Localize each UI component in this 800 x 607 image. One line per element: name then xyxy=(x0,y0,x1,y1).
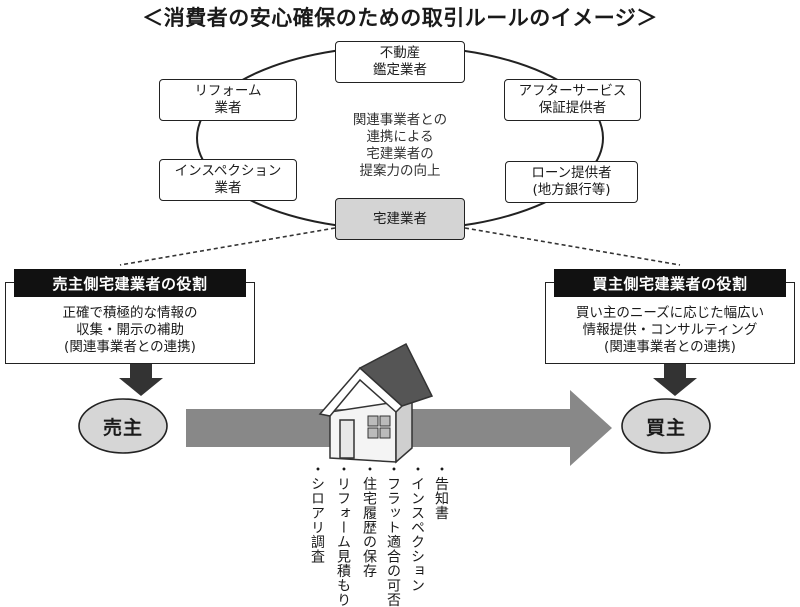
seller-role-box: 売主側宅建業者の役割 正確で積極的な情報の 収集・開示の補助 (関連事業者との連… xyxy=(5,269,255,364)
seller-role-body: 正確で積極的な情報の 収集・開示の補助 (関連事業者との連携) xyxy=(6,305,254,356)
buyer-label: 買主 xyxy=(645,417,686,439)
node-appraiser: 不動産 鑑定業者 xyxy=(335,41,465,83)
seller-role-line: 正確で積極的な情報の xyxy=(62,305,198,321)
info-item-termite-survey: ・シロアリ調査 xyxy=(309,462,325,564)
center-caption-line: 連携による xyxy=(366,129,434,145)
node-after-service-line: 保証提供者 xyxy=(538,100,607,116)
center-caption-line: 提案力の向上 xyxy=(359,163,441,179)
node-inspection-line: インスペクション xyxy=(174,163,282,179)
buyer-role-heading: 買主側宅建業者の役割 xyxy=(554,269,786,297)
buyer-role-body: 買い主のニーズに応じた幅広い 情報提供・コンサルティング (関連事業者との連携) xyxy=(546,305,794,356)
node-broker-label: 宅建業者 xyxy=(373,210,427,227)
buyer-role-line: (関連事業者との連携) xyxy=(604,339,736,355)
buyer-ellipse xyxy=(621,398,711,454)
node-appraiser-line: 鑑定業者 xyxy=(373,62,427,78)
center-caption-line: 関連事業者との xyxy=(352,112,448,128)
info-item-notice: ・告知書 xyxy=(433,462,449,520)
link-buyer-role xyxy=(464,227,681,266)
info-item-housing-history: ・住宅履歴の保存 xyxy=(361,462,377,578)
link-seller-role xyxy=(119,227,336,266)
seller-ellipse xyxy=(78,398,168,454)
info-item-reform-estimate: ・リフォーム見積もり xyxy=(335,462,351,607)
page-title: ＜消費者の安心確保のための取引ルールのイメージ＞ xyxy=(142,6,658,30)
down-arrow-seller xyxy=(119,362,163,396)
node-inspection-line: 業者 xyxy=(214,180,242,196)
node-inspection: インスペクション 業者 xyxy=(159,159,297,201)
buyer-role-box: 買主側宅建業者の役割 買い主のニーズに応じた幅広い 情報提供・コンサルティング … xyxy=(545,269,795,364)
center-caption-line: 宅建業者の xyxy=(366,146,434,162)
seller-role-heading: 売主側宅建業者の役割 xyxy=(14,269,246,297)
node-loan-line: ローン提供者 xyxy=(531,165,612,181)
node-after-service-line: アフターサービス xyxy=(518,83,627,99)
house-icon xyxy=(318,342,434,464)
center-caption: 関連事業者との 連携による 宅建業者の 提案力の向上 xyxy=(320,112,480,180)
node-reform-line: リフォーム xyxy=(194,83,262,99)
node-reform: リフォーム 業者 xyxy=(159,79,297,121)
down-arrow-buyer xyxy=(653,362,697,396)
info-item-flat-eligibility: ・フラット適合の可否 xyxy=(385,462,401,607)
seller-role-line: (関連事業者との連携) xyxy=(64,339,196,355)
buyer-role-line: 情報提供・コンサルティング xyxy=(582,322,758,338)
node-after-service: アフターサービス 保証提供者 xyxy=(504,79,641,121)
node-reform-line: 業者 xyxy=(214,100,242,116)
node-loan-line: (地方銀行等) xyxy=(532,182,611,198)
info-item-inspection: ・インスペクション xyxy=(409,462,425,593)
seller-role-line: 収集・開示の補助 xyxy=(76,322,184,338)
node-appraiser-line: 不動産 xyxy=(379,45,421,61)
node-loan: ローン提供者 (地方銀行等) xyxy=(505,161,638,203)
node-broker: 宅建業者 xyxy=(335,198,465,240)
seller-label: 売主 xyxy=(102,417,143,439)
buyer-role-line: 買い主のニーズに応じた幅広い xyxy=(575,305,765,321)
